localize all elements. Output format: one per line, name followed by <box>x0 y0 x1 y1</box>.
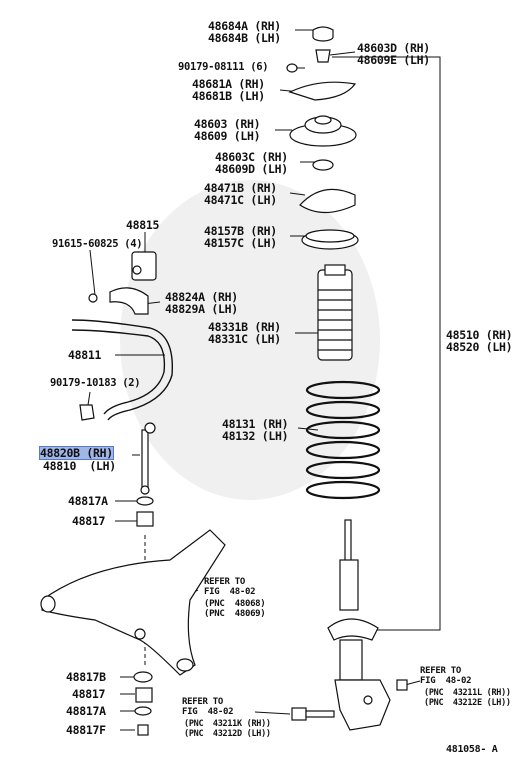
label-48603-rh[interactable]: 48603 (RH) <box>194 117 261 131</box>
label-48510-rh[interactable]: 48510 (RH) <box>446 328 513 342</box>
label-91615-60825[interactable]: 91615-60825 (4) <box>52 238 143 250</box>
label-48817-upper[interactable]: 48817 <box>72 514 106 528</box>
ref-fig-48-02-b-line4: (PNC 43212D (LH)) <box>184 729 271 739</box>
label-48820b-rh-highlighted[interactable]: 48820B (RH) <box>39 446 114 460</box>
bushing-bracket <box>88 251 157 315</box>
label-48681b-lh[interactable]: 48681B (LH) <box>192 89 265 103</box>
figure-number: 481058- A <box>446 744 498 755</box>
label-48817b[interactable]: 48817B <box>66 670 106 684</box>
label-48520-lh[interactable]: 48520 (LH) <box>446 340 513 354</box>
ref-fig-48-02-c-line4: (PNC 43212E (LH)) <box>424 698 511 708</box>
label-48817a-lower[interactable]: 48817A <box>66 704 106 718</box>
label-48684-lh[interactable]: 48684B (LH) <box>208 31 281 45</box>
label-48609d-lh[interactable]: 48609D (LH) <box>215 162 288 176</box>
label-48471b-rh[interactable]: 48471B (RH) <box>204 181 277 195</box>
label-48810-lh[interactable]: 48810 (LH) <box>43 459 116 473</box>
ref-fig-48-02-c-line1[interactable]: REFER TO <box>420 666 461 676</box>
ref-fig-48-02-a-line4: (PNC 48069) <box>204 609 266 619</box>
assembly-bracket <box>332 56 441 631</box>
ref-fig-48-02-c-line3: (PNC 43211L (RH)) <box>424 688 511 698</box>
ref-fig-48-02-b-line3: (PNC 43211K (RH)) <box>184 719 271 729</box>
stabilizer-bar <box>71 319 174 421</box>
label-48331b-rh[interactable]: 48331B (RH) <box>208 320 281 334</box>
label-48132-lh[interactable]: 48132 (LH) <box>222 429 289 443</box>
label-48471c-lh[interactable]: 48471C (LH) <box>204 193 277 207</box>
label-90179-08111[interactable]: 90179-08111 (6) <box>178 61 269 73</box>
coil-spring <box>305 380 381 500</box>
label-48603c-rh[interactable]: 48603C (RH) <box>215 150 288 164</box>
label-48817f[interactable]: 48817F <box>66 723 106 737</box>
ref-fig-48-02-a-line1[interactable]: REFER TO <box>204 577 245 587</box>
bolt-parts <box>291 679 408 721</box>
label-48684-rh[interactable]: 48684A (RH) <box>208 19 281 33</box>
label-48815[interactable]: 48815 <box>126 218 160 232</box>
ref-fig-48-02-b-line1[interactable]: REFER TO <box>182 697 223 707</box>
stabilizer-link <box>79 404 156 495</box>
bushings <box>133 496 154 736</box>
label-48331c-lh[interactable]: 48331C (LH) <box>208 332 281 346</box>
label-48817-lower[interactable]: 48817 <box>72 687 106 701</box>
label-48157c-lh[interactable]: 48157C (LH) <box>204 236 277 250</box>
strut-body <box>327 519 391 731</box>
label-48681a-rh[interactable]: 48681A (RH) <box>192 77 265 91</box>
ref-fig-48-02-c-line2[interactable]: FIG 48-02 <box>420 676 472 686</box>
label-48609-lh[interactable]: 48609 (LH) <box>194 129 261 143</box>
label-48603d-rh[interactable]: 48603D (RH) <box>357 41 430 55</box>
label-48157b-rh[interactable]: 48157B (RH) <box>204 224 277 238</box>
label-48811[interactable]: 48811 <box>68 348 102 362</box>
label-48817a-upper[interactable]: 48817A <box>68 494 108 508</box>
watermark-emblem <box>120 180 380 500</box>
ref-fig-48-02-a-line3: (PNC 48068) <box>204 599 266 609</box>
label-48131-rh[interactable]: 48131 (RH) <box>222 417 289 431</box>
label-90179-10183[interactable]: 90179-10183 (2) <box>50 377 141 389</box>
label-48829a-lh[interactable]: 48829A (LH) <box>165 302 238 316</box>
ref-fig-48-02-a-line2[interactable]: FIG 48-02 <box>204 587 256 597</box>
label-48609e-lh[interactable]: 48609E (LH) <box>357 53 430 67</box>
ref-fig-48-02-b-line2[interactable]: FIG 48-02 <box>182 707 234 717</box>
lower-control-arm <box>40 529 226 676</box>
cap-part <box>286 26 359 361</box>
label-48824a-rh[interactable]: 48824A (RH) <box>165 290 238 304</box>
